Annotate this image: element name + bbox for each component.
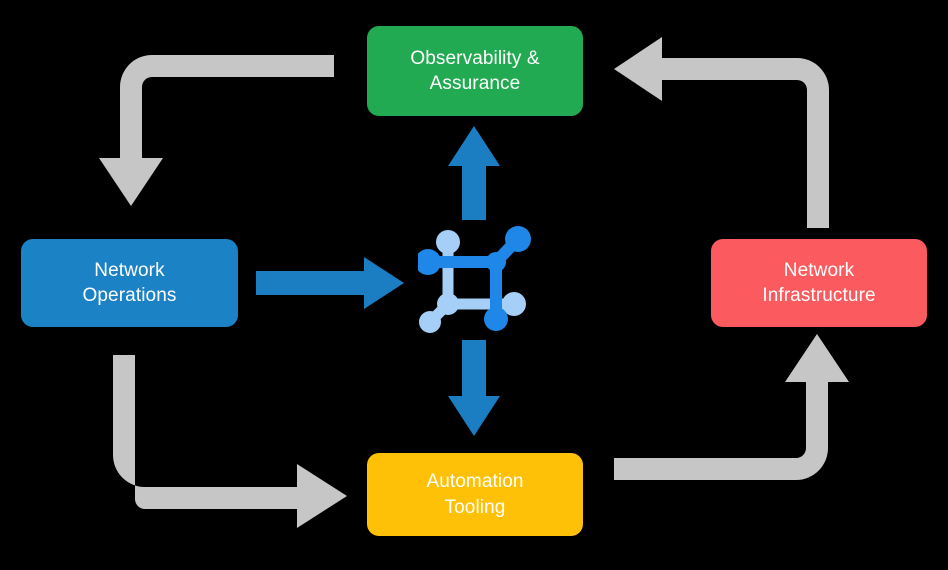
node-network-operations[interactable]: Network Operations xyxy=(21,239,238,327)
arrow-network-operations-to-automation-tooling xyxy=(113,355,347,528)
arrow-center-to-observability xyxy=(448,126,500,220)
arrow-automation-tooling-to-network-infrastructure xyxy=(614,334,849,480)
arrow-center-to-automation-tooling xyxy=(448,340,500,436)
node-observability-assurance[interactable]: Observability & Assurance xyxy=(367,26,583,116)
node-network-infrastructure-label: Network Infrastructure xyxy=(762,259,876,306)
arrow-network-operations-to-center xyxy=(256,257,404,309)
arrow-network-infrastructure-to-observability xyxy=(614,37,829,228)
node-automation-tooling[interactable]: Automation Tooling xyxy=(367,453,583,536)
node-network-infrastructure[interactable]: Network Infrastructure xyxy=(711,239,927,327)
node-network-operations-label: Network Operations xyxy=(82,259,177,306)
node-observability-assurance-label: Observability & Assurance xyxy=(410,47,540,94)
node-automation-tooling-label: Automation Tooling xyxy=(426,471,524,518)
network-topology-icon xyxy=(418,226,531,333)
arrow-observability-to-network-operations xyxy=(99,55,334,206)
